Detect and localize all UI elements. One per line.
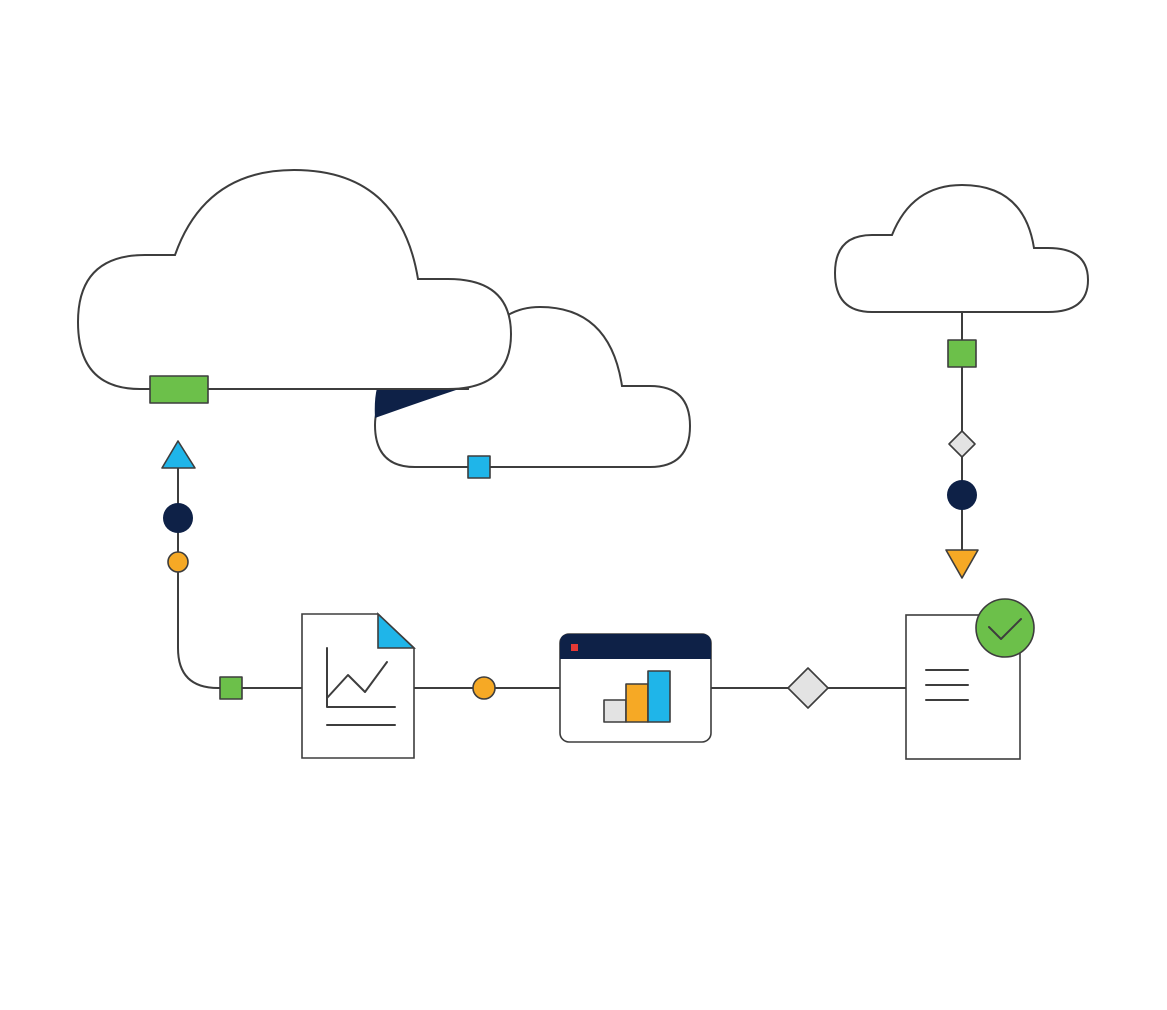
green-square-marker <box>947 339 977 368</box>
blue-square-marker <box>467 455 491 479</box>
cloud-icon <box>833 183 1090 313</box>
orange-circle-marker <box>472 676 496 700</box>
bar-orange <box>625 683 649 723</box>
green-square-marker <box>219 676 243 700</box>
orange-circle-marker <box>167 551 189 573</box>
blue-up-triangle-marker <box>161 440 196 469</box>
check-badge <box>975 598 1035 658</box>
chart-axis <box>326 647 396 708</box>
dashboard-window <box>559 633 712 743</box>
approved-document-icon <box>905 614 1021 760</box>
chart-trend-line <box>326 661 388 699</box>
document-fold <box>377 612 417 649</box>
cloud-icon <box>373 305 692 468</box>
navy-circle-marker <box>163 503 193 533</box>
cloud-icon <box>76 168 513 390</box>
navy-circle-marker <box>947 480 977 510</box>
report-document <box>301 612 417 759</box>
check-icon <box>988 618 1022 640</box>
window-title-bar <box>560 634 711 659</box>
approved-document <box>905 598 1035 760</box>
cloud-left <box>76 168 513 390</box>
bar-blue <box>647 670 671 723</box>
cloud-shadow <box>374 388 462 418</box>
cloud-center <box>373 305 692 468</box>
connector-left-vertical <box>177 467 303 689</box>
gray-diamond-marker <box>787 667 829 709</box>
cloud-right <box>833 183 1090 313</box>
window-red-dot <box>571 644 578 651</box>
bar-gray <box>603 699 627 723</box>
gray-diamond-marker <box>948 430 976 458</box>
orange-down-triangle-marker <box>945 549 979 579</box>
green-rect-marker <box>149 375 209 404</box>
